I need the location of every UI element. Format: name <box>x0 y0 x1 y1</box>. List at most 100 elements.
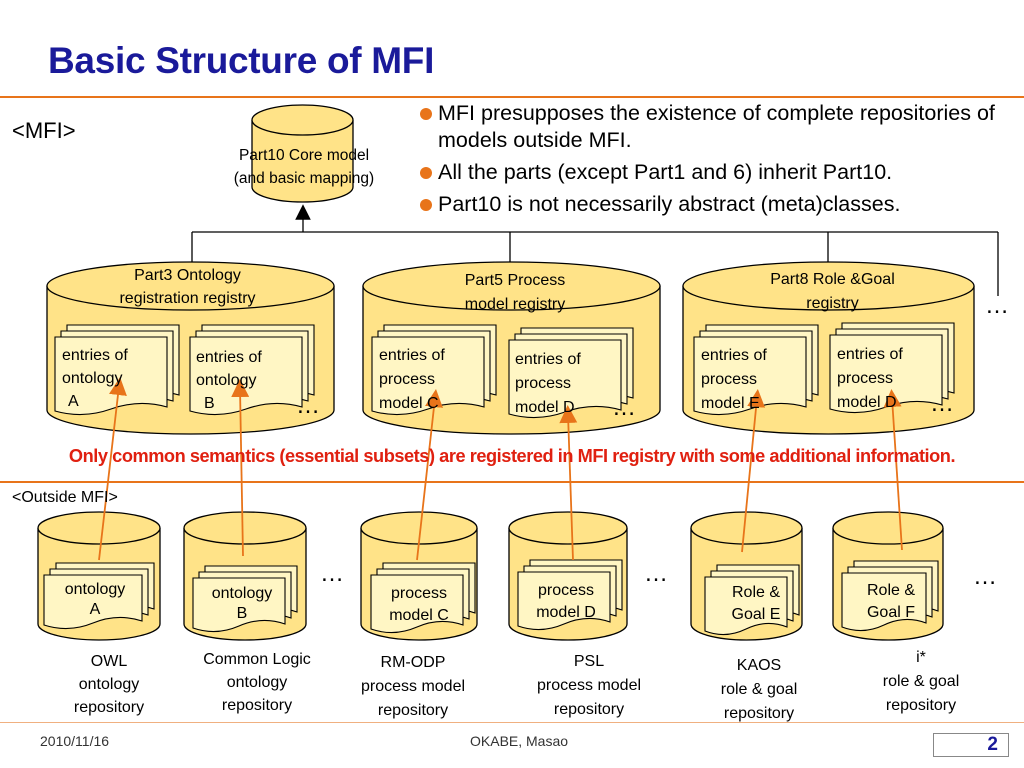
doc-label: entries of process model E <box>701 344 811 416</box>
doc-label: entries of ontology A <box>62 344 172 413</box>
doc-label-line: entries of <box>196 349 262 366</box>
repo-caption-line: Common Logic <box>203 651 311 668</box>
doc-label-line: model D <box>515 399 575 416</box>
doc-stack <box>43 562 155 630</box>
repo-caption: PSL process model repository <box>519 650 659 722</box>
bullet-text: Part10 is not necessarily abstract (meta… <box>438 192 901 216</box>
doc-stack <box>704 564 800 636</box>
repo-doc-line: Goal F <box>866 604 915 621</box>
slide-title: Basic Structure of MFI <box>48 40 435 81</box>
repo-caption-line: PSL <box>573 653 605 670</box>
doc-label-line: model E <box>701 395 760 412</box>
doc-stack <box>370 562 476 634</box>
ellipsis: … <box>296 392 320 419</box>
doc-label-line: ontology <box>196 372 257 389</box>
repo-doc-line: ontology <box>211 585 273 602</box>
repo-doc-line: process <box>537 582 595 599</box>
registry-label-part8: Part8 Role &Goal registry <box>710 268 955 316</box>
repo-doc-line: Role & <box>866 582 916 599</box>
document-sheet <box>54 336 168 416</box>
doc-label-line: entries of <box>701 347 767 364</box>
repo-caption-line: repository <box>377 702 449 719</box>
doc-label: entries of ontology B <box>196 346 306 415</box>
bullet-list: MFI presupposes the existence of complet… <box>420 100 1020 223</box>
footer-date: 2010/11/16 <box>40 733 110 749</box>
repo-caption: OWL ontology repository <box>44 650 174 719</box>
repo-doc-line: A <box>89 601 101 618</box>
doc-label-line: process <box>515 375 572 392</box>
repo-caption-line: repository <box>723 705 795 722</box>
registry-label-line2: registry <box>806 295 859 312</box>
repo-doc-label: ontology A <box>50 580 140 620</box>
core-model-line1: Part10 Core model <box>238 147 370 164</box>
document-sheet <box>192 577 286 633</box>
registration-arrow <box>559 405 578 561</box>
section-divider <box>0 481 1024 483</box>
repo-caption-line: RM-ODP <box>380 654 446 671</box>
bullet-item: MFI presupposes the existence of complet… <box>420 100 1020 154</box>
core-model-label: Part10 Core model (and basic mapping) <box>200 144 408 190</box>
ellipsis: … <box>644 560 668 587</box>
doc-stack <box>693 324 819 416</box>
cylinder-top <box>183 511 307 545</box>
ellipsis: … <box>930 390 954 417</box>
bullet-dot-icon <box>420 167 432 179</box>
repo-caption-line: role & goal <box>882 673 960 690</box>
repo-caption-line: ontology <box>226 674 288 691</box>
cylinder-top <box>362 261 661 311</box>
doc-label-line: process <box>837 370 894 387</box>
page-number: 2 <box>933 733 1009 757</box>
cylinder-top <box>690 511 803 545</box>
doc-stack <box>189 324 315 416</box>
doc-label-line: entries of <box>379 347 445 364</box>
doc-stack <box>54 324 180 416</box>
core-model-line2: (and basic mapping) <box>233 170 375 187</box>
document-sheet <box>693 336 807 416</box>
registration-arrow <box>883 389 903 551</box>
doc-label-line: ontology <box>62 370 123 387</box>
doc-label-line: model D <box>837 394 897 411</box>
bullet-text: All the parts (except Part1 and 6) inher… <box>438 160 893 184</box>
repo-doc-label: ontology B <box>197 584 287 624</box>
doc-label-line: entries of <box>62 347 128 364</box>
ellipsis: … <box>320 560 344 587</box>
registration-arrow <box>416 389 443 561</box>
core-model-cylinder <box>251 104 354 203</box>
repo-caption-line: role & goal <box>720 681 798 698</box>
repo-doc-line: Goal E <box>731 606 781 623</box>
repo-caption: i* role & goal repository <box>856 646 986 718</box>
doc-label: entries of process model D <box>515 348 625 420</box>
document-sheet <box>517 571 611 631</box>
document-sheet <box>841 572 927 632</box>
repo-doc-line: B <box>236 605 248 622</box>
repo-caption-line: process model <box>536 677 642 694</box>
bullet-dot-icon <box>420 108 432 120</box>
footer-divider <box>0 722 1024 723</box>
registry-label-line2: registration registry <box>119 290 256 307</box>
doc-label-line: A <box>68 393 79 410</box>
cylinder-top <box>832 511 944 545</box>
doc-label: entries of process model D <box>837 343 947 415</box>
registry-label-line1: Part3 Ontology <box>134 267 241 284</box>
doc-label: entries of process model C <box>379 344 489 416</box>
cylinder-top <box>46 261 335 311</box>
repo-doc-line: model C <box>389 607 449 624</box>
repo-caption-line: OWL <box>90 653 128 670</box>
document-sheet <box>189 336 303 416</box>
repo-doc-label: process model D <box>521 580 611 624</box>
registration-arrow <box>231 379 250 557</box>
repo-doc-line: Role & <box>731 584 781 601</box>
doc-stack <box>829 322 955 414</box>
repo-doc-label: Role & Goal F <box>846 580 936 624</box>
doc-label-line: B <box>204 395 215 412</box>
registry-label-line1: Part5 Process <box>464 272 566 289</box>
doc-stack <box>841 560 939 632</box>
repo-caption-line: repository <box>73 699 145 716</box>
cylinder-top <box>37 511 161 545</box>
repo-doc-line: ontology <box>64 581 126 598</box>
doc-stack <box>508 327 634 419</box>
title-divider <box>0 96 1024 98</box>
repo-caption: KAOS role & goal repository <box>694 654 824 726</box>
doc-label-line: process <box>701 371 758 388</box>
